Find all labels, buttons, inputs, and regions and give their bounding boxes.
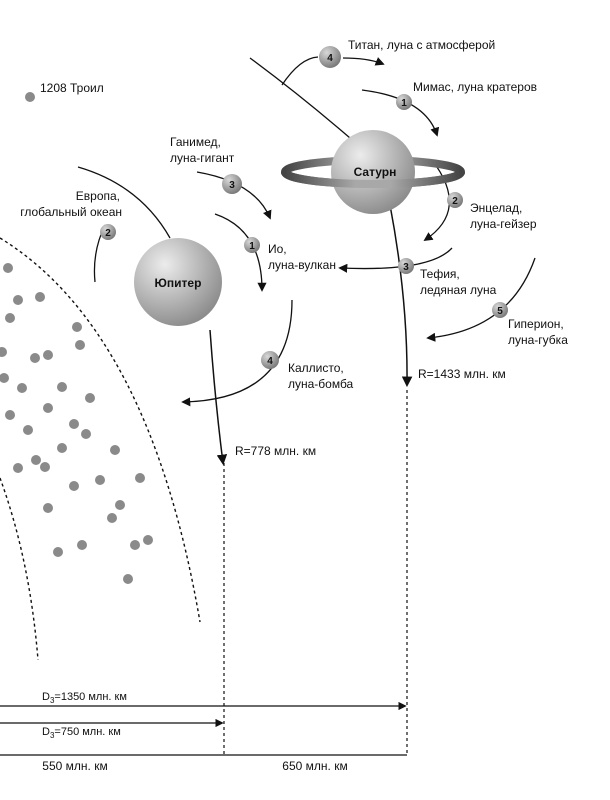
callisto-label-1: Каллисто, [288,361,344,375]
asteroid-dot [43,350,53,360]
svg-text:1: 1 [401,98,407,109]
mimas-label: Мимас, луна кратеров [413,80,537,94]
d2-label: D3=750 млн. км [42,726,121,740]
svg-text:2: 2 [105,228,111,239]
asteroid-field [0,263,153,584]
asteroid-dot [43,503,53,513]
asteroid-dot [135,473,145,483]
tethys-label-1: Тефия, [420,267,460,281]
asteroid-dot [23,425,33,435]
asteroid-dot [72,322,82,332]
asteroid-dot [5,313,15,323]
asteroid-dot [115,500,125,510]
tethys-label-2: ледяная луна [420,283,497,297]
asteroid-dot [107,513,117,523]
tethys-moon: 3 [398,258,414,274]
jupiter-planet [134,238,222,326]
asteroid-dot [75,340,85,350]
svg-text:4: 4 [327,53,333,64]
svg-text:3: 3 [403,262,409,273]
io-label-2: луна-вулкан [268,258,336,272]
ganymede-orbit [196,171,272,220]
saturn-label: Сатурн [354,165,397,179]
jupiter-radius-arrow [209,329,228,466]
svg-text:1: 1 [249,241,255,252]
svg-text:3: 3 [229,180,235,191]
jupiter-radius-label: R=778 млн. км [235,444,316,458]
callisto-orbit [181,299,293,407]
europa-orbit [77,166,171,239]
io-moon: 1 [244,237,260,253]
ganymede-label-2: луна-гигант [170,151,235,165]
saturn-radius-label: R=1433 млн. км [418,367,506,381]
troil-asteroid [25,92,35,102]
asteroid-dot [30,353,40,363]
europa-label-2: глобальный океан [20,205,122,219]
asteroid-dot [35,292,45,302]
asteroid-dot [40,462,50,472]
asteroid-dot [0,373,9,383]
asteroid-dot [110,445,120,455]
segment-1-label: 550 млн. км [42,759,107,773]
titan-orbit-right [342,57,385,66]
asteroid-dot [130,540,140,550]
asteroid-belt-outer-arc [0,237,201,623]
asteroid-dot [123,574,133,584]
enceladus-label-2: луна-гейзер [470,217,537,231]
asteroid-dot [43,403,53,413]
d1-label: D3=1350 млн. км [42,691,127,705]
enceladus-label-1: Энцелад, [470,201,522,215]
titan-moon: 4 [319,46,341,68]
saturn-ring-front [281,170,465,188]
asteroid-dot [31,455,41,465]
saturn-planet [331,130,415,214]
ganymede-label-1: Ганимед, [170,135,221,149]
asteroid-dot [13,463,23,473]
enceladus-orbit [423,159,451,242]
jupiter-label: Юпитер [155,276,202,290]
svg-text:5: 5 [497,306,503,317]
hyperion-moon: 5 [492,302,508,318]
asteroid-dot [95,475,105,485]
asteroid-dot [57,443,67,453]
hyperion-label-1: Гиперион, [508,317,564,331]
callisto-moon: 4 [261,351,279,369]
asteroid-dot [69,419,79,429]
asteroid-dot [57,382,67,392]
asteroid-dot [77,540,87,550]
asteroid-dot [5,410,15,420]
mimas-orbit [361,89,440,137]
titan-orbit [249,57,351,139]
callisto-label-2: луна-бомба [288,377,354,391]
troil-label: 1208 Троил [40,81,104,95]
io-label-1: Ио, [268,242,287,256]
svg-text:2: 2 [452,196,458,207]
tethys-orbit [338,247,453,273]
saturn-radius-arrow [389,204,413,388]
europa-moon: 2 [100,224,116,240]
asteroid-dot [69,481,79,491]
enceladus-moon: 2 [447,192,463,208]
asteroid-dot [85,393,95,403]
asteroid-dot [13,295,23,305]
asteroid-dot [81,429,91,439]
asteroid-dot [143,535,153,545]
asteroid-dot [0,347,7,357]
asteroid-dot [3,263,13,273]
asteroid-dot [53,547,63,557]
asteroid-dot [17,383,27,393]
asteroid-belt-inner-arc [0,477,39,661]
ganymede-moon: 3 [222,174,242,194]
segment-2-label: 650 млн. км [282,759,347,773]
mimas-moon: 1 [396,94,412,110]
hyperion-label-2: луна-губка [508,333,568,347]
svg-text:4: 4 [267,356,273,367]
europa-label-1: Европа, [76,189,120,203]
titan-label: Титан, луна с атмосферой [348,38,495,52]
titan-orbit-upper [281,56,319,86]
